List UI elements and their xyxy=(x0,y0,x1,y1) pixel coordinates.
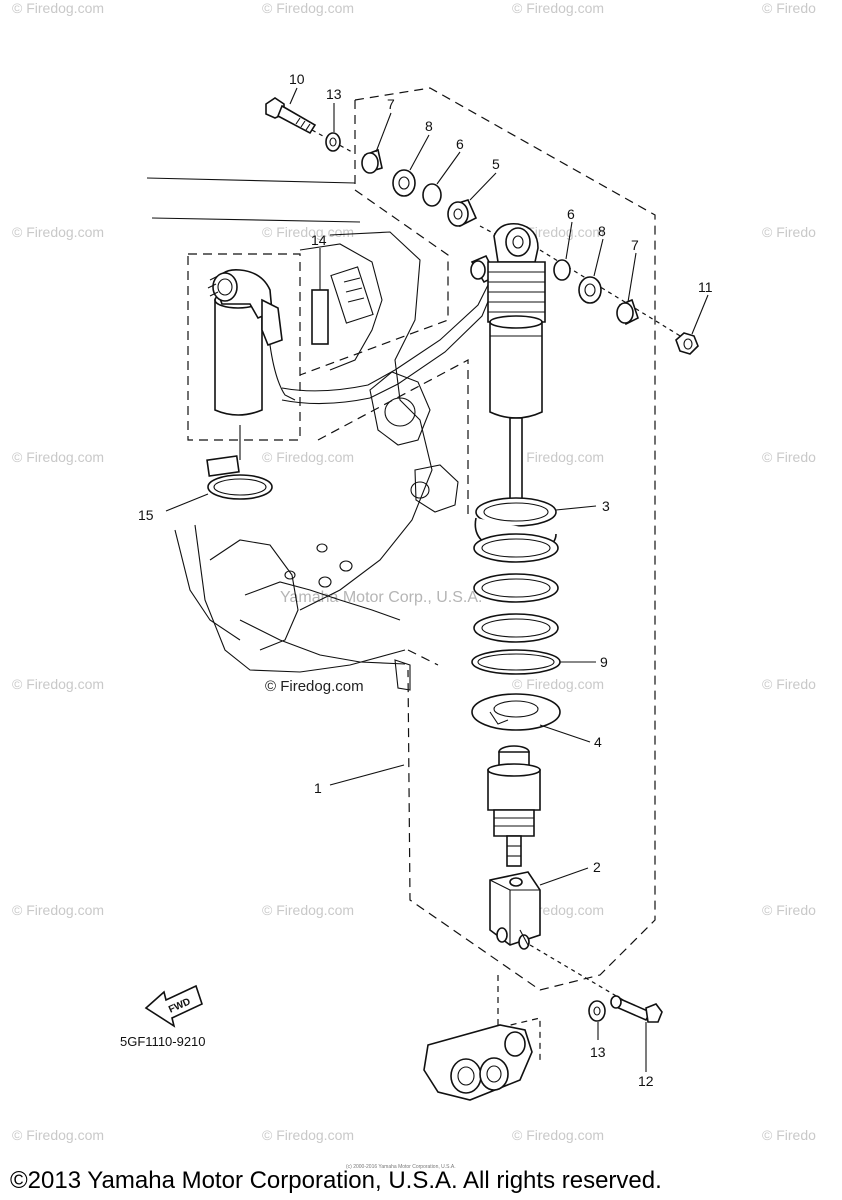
part-4-spring-seat xyxy=(471,693,561,731)
rear-shock-assembly xyxy=(470,222,561,950)
watermark-text: © Firedog.com xyxy=(262,449,354,465)
watermark-text: © Firedog.com xyxy=(512,1127,604,1143)
callout-6: 6 xyxy=(567,206,575,222)
part-8-seal-right xyxy=(578,276,602,304)
watermark-text: © Firedog.com xyxy=(262,224,354,240)
part-9-ring xyxy=(471,649,561,675)
watermark-text: © Firedog.com xyxy=(12,902,104,918)
watermark-text: © Firedo xyxy=(762,224,816,240)
fwd-arrow-icon xyxy=(144,984,203,1028)
callout-10: 10 xyxy=(289,71,305,87)
callout-7: 7 xyxy=(387,96,395,112)
relay-arm-link xyxy=(423,975,541,1101)
callout-8: 8 xyxy=(598,223,606,239)
part-11-nut xyxy=(675,332,699,355)
lower-damper-body xyxy=(487,745,541,867)
callout-3: 3 xyxy=(602,498,610,514)
part-2-clevis xyxy=(489,871,541,950)
frame-linkage-sketch xyxy=(146,177,493,691)
part-3-spring xyxy=(473,497,559,643)
watermark-text: © Firedo xyxy=(762,676,816,692)
fwd-arrow: FWD xyxy=(144,984,203,1028)
watermark-text: © Firedog.com xyxy=(262,902,354,918)
reservoir-body xyxy=(214,299,263,416)
watermark-text: © Firedo xyxy=(762,0,816,16)
callout-numbers: 10 13 7 8 6 5 6 8 7 11 14 15 3 9 4 1 2 1… xyxy=(138,71,713,1089)
part-7-collar-top xyxy=(361,148,383,174)
part-12-bolt xyxy=(610,995,663,1023)
callout-14: 14 xyxy=(311,232,327,248)
leader-lines xyxy=(165,87,709,1072)
callout-13: 13 xyxy=(326,86,342,102)
callout-15: 15 xyxy=(138,507,154,523)
part-14-label xyxy=(311,248,374,345)
callout-11: 11 xyxy=(698,279,713,295)
part-13-washer-bottom xyxy=(588,1000,606,1022)
watermark-text: © Firedog.com xyxy=(512,676,604,692)
part-13-washer-top xyxy=(325,132,341,152)
watermark-text: © Firedog.com xyxy=(12,1127,104,1143)
callout-13: 13 xyxy=(590,1044,606,1060)
callout-1: 1 xyxy=(314,780,322,796)
watermark-text: © Firedog.com xyxy=(262,1127,354,1143)
watermark-text: © Firedog.com xyxy=(12,224,104,240)
part-7-collar-right xyxy=(616,298,639,326)
watermark-text: © Firedog.com xyxy=(12,449,104,465)
diagram-code: 5GF1110-9210 xyxy=(120,1034,206,1049)
part-6-oring-top xyxy=(422,183,442,207)
part-15-band xyxy=(206,425,273,500)
lower-hardware xyxy=(423,944,663,1101)
callout-12: 12 xyxy=(638,1073,654,1089)
callout-6: 6 xyxy=(456,136,464,152)
watermark-text: © Firedo xyxy=(762,902,816,918)
copyright-footer: ©2013 Yamaha Motor Corporation, U.S.A. A… xyxy=(10,1167,662,1194)
watermark-yamaha: Yamaha Motor Corp., U.S.A. xyxy=(280,589,482,606)
callout-2: 2 xyxy=(593,859,601,875)
callout-7: 7 xyxy=(631,237,639,253)
part-8-seal-top xyxy=(392,169,416,197)
right-hardware xyxy=(539,249,699,355)
reservoir-group xyxy=(187,253,301,441)
top-hardware xyxy=(265,97,507,241)
watermark-text: © Firedog.com xyxy=(262,0,354,16)
part-5-bushing xyxy=(447,199,478,228)
callout-8: 8 xyxy=(425,118,433,134)
watermark-text-dark: © Firedog.com xyxy=(265,678,364,695)
watermark-text: © Firedog.com xyxy=(12,0,104,16)
watermark-grid: © Firedog.com © Firedog.com © Firedog.co… xyxy=(12,0,816,1143)
tiny-credit: (c) 2000-2016 Yamaha Motor Corporation, … xyxy=(346,1164,456,1170)
watermark-text: © Firedog.com xyxy=(512,0,604,16)
callout-9: 9 xyxy=(600,654,608,670)
part-10-bolt xyxy=(265,97,317,135)
watermark-text: © Firedog.com xyxy=(12,676,104,692)
watermark-text: © Firedo xyxy=(762,1127,816,1143)
assembly-outline xyxy=(299,87,656,991)
watermark-text: © Firedog.com xyxy=(512,449,604,465)
callout-5: 5 xyxy=(492,156,500,172)
part-6-oring-right xyxy=(553,259,571,281)
callout-4: 4 xyxy=(594,734,602,750)
watermark-text: © Firedo xyxy=(762,449,816,465)
